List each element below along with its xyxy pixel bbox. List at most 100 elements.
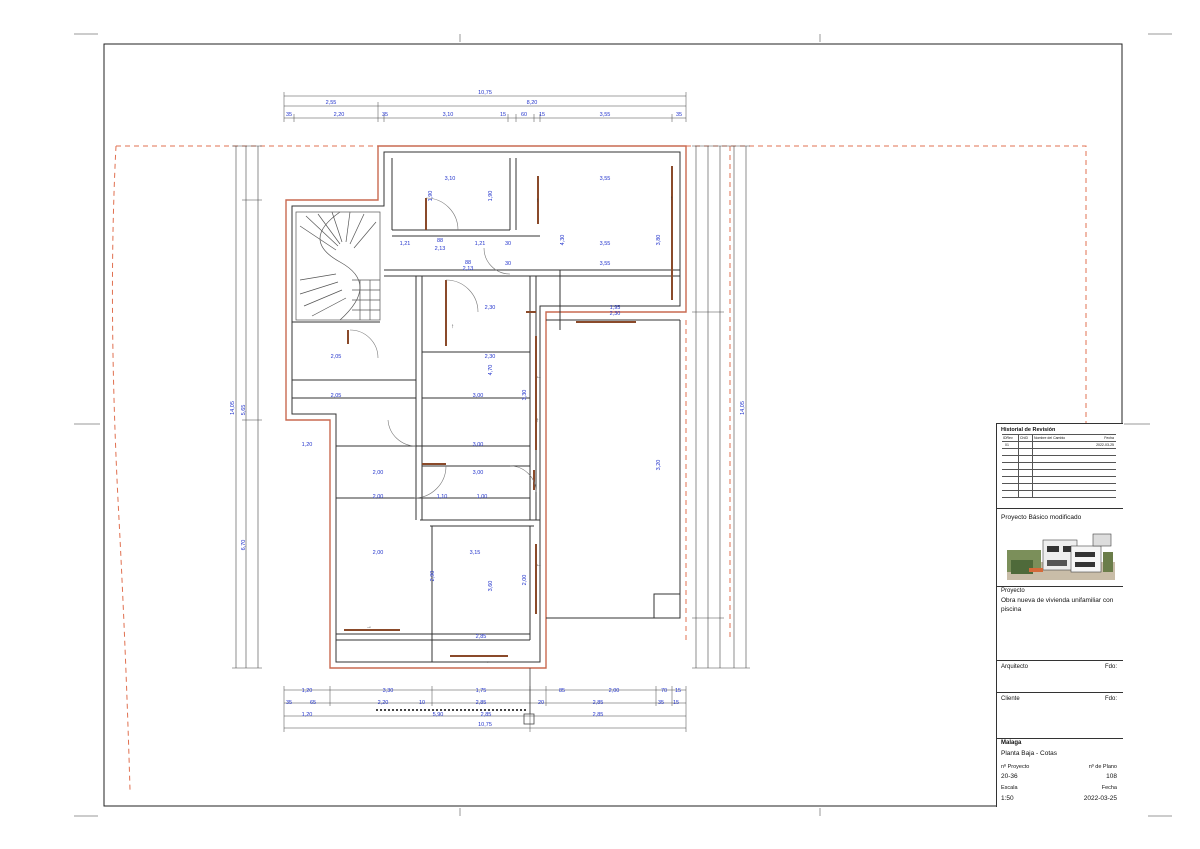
title-section-divider [997, 508, 1123, 509]
dim-top-part-2: 8,20 [527, 100, 538, 106]
fecha-label: Fecha [1101, 785, 1117, 791]
dim-interior-v3: 4,30 [560, 235, 566, 246]
thumb-pool [1029, 568, 1043, 572]
revision-row: 01 2022-03-25 [1002, 441, 1116, 449]
dim-interior-12: 2,05 [331, 393, 342, 399]
dim-interior-20: 1,00 [477, 494, 488, 500]
thumb-window-3 [1075, 552, 1095, 557]
dim-left-part: 5,65 [241, 405, 247, 416]
frame-ticks [74, 33, 1172, 817]
dim-bottom-3-2: 5,90 [433, 712, 444, 718]
dim-left-part-2: 6,70 [241, 540, 247, 551]
dim-top-detail-2: 2,20 [334, 112, 345, 118]
arrows: ↑ ↑ ← ↑ ← → ← ↑ [366, 196, 673, 665]
dim-interior-25: 88 [465, 260, 471, 266]
dim-top-detail-5: 15 [500, 112, 506, 118]
thumb-garden [1011, 560, 1033, 574]
thumb-volume-3 [1092, 533, 1112, 547]
project-thumbnail-image [1007, 533, 1115, 580]
title-block: Historial de Revisión IDRev ChID Nombre … [996, 423, 1123, 807]
proyecto-description-line2: piscina [1001, 606, 1022, 613]
thumb-volume-2 [1070, 545, 1102, 573]
proyecto-label: Proyecto [1001, 588, 1025, 594]
arquitecto-label: Arquitecto [1001, 664, 1029, 670]
dim-bottom-1-2: 3,30 [383, 688, 394, 694]
dim-interior-15: 3,00 [473, 442, 484, 448]
arrow-2: ↑ [536, 198, 539, 204]
dim-bottom-2-6: 20 [538, 700, 544, 706]
dim-interior-1: 3,10 [445, 176, 456, 182]
thumb-tree [1103, 552, 1113, 572]
revision-row-empty [1002, 455, 1116, 463]
nplano-value: 108 [1106, 773, 1117, 780]
dim-interior-v2: 1,90 [488, 191, 494, 202]
dim-interior-8: 1,95 [610, 305, 621, 311]
revision-row-id: 01 [1005, 443, 1009, 447]
arrow-3: ← [536, 374, 542, 380]
sheet-title: Planta Baja - Cotas [1001, 750, 1058, 757]
staircase [295, 211, 381, 321]
arquitecto-signature-label: Fdo: [1104, 664, 1117, 670]
dim-interior-16: 2,00 [373, 470, 384, 476]
dim-bottom-1-6: 70 [661, 688, 667, 694]
dim-bottom-2-5: 2,85 [476, 700, 487, 706]
revision-row-empty [1002, 469, 1116, 477]
vertical-totals: 14,05 14,05 [230, 401, 746, 415]
arrow-1: ↑ [451, 324, 454, 330]
arrow-7: ← [486, 659, 492, 665]
arrow-6: → [366, 624, 372, 630]
dim-interior-19: 1,10 [437, 494, 448, 500]
revision-row-empty [1002, 462, 1116, 470]
revision-row-date: 2022-03-25 [1096, 443, 1114, 447]
dim-interior-29: 2,13 [463, 266, 474, 272]
dim-interior-v4: 3,80 [656, 235, 662, 246]
revision-row-empty [1002, 490, 1116, 498]
dim-interior-9: 2,30 [610, 311, 621, 317]
revision-col-divider [1018, 434, 1019, 497]
sheet-partial-label: Malaga [1001, 740, 1022, 746]
dim-top-detail-6: 60 [521, 112, 527, 118]
cliente-section [997, 692, 1123, 693]
dim-interior-6: 3,55 [600, 261, 611, 267]
dim-bottom-1-3: 1,75 [476, 688, 487, 694]
walls [291, 151, 681, 663]
arrow-5: ← [536, 562, 542, 568]
dim-bottom-1-7: 15 [675, 688, 681, 694]
nplano-label: nº de Plano [1088, 764, 1117, 770]
thumb-window-4 [1075, 562, 1095, 567]
revision-row-empty [1002, 448, 1116, 456]
dimension-labels: 10,75 2,55 8,20 35 2,20 35 3,10 15 60 15… [241, 90, 682, 728]
dim-bottom-2-4: 10 [419, 700, 425, 706]
dim-interior-4: 1,21 [475, 241, 486, 247]
dim-interior-v9: 2,00 [522, 575, 528, 586]
dim-interior-27: 30 [505, 261, 511, 267]
dim-bottom-1-1: 1,20 [302, 688, 313, 694]
revision-header-row: IDRev ChID Nombre del Cambio Fecha [1002, 434, 1116, 442]
dim-bottom-2-7: 2,85 [593, 700, 604, 706]
column-marker [523, 713, 535, 725]
dim-interior-2: 3,55 [600, 176, 611, 182]
dim-interior-v7: 2,90 [430, 571, 436, 582]
dim-interior-17: 3,00 [473, 470, 484, 476]
dim-bottom-3-4: 2,85 [593, 712, 604, 718]
dim-bottom-2-1: 35 [286, 700, 292, 706]
dim-interior-28: 2,13 [435, 246, 446, 252]
revision-row-empty [1002, 476, 1116, 484]
dim-bottom-total: 10,75 [478, 722, 492, 728]
dim-bottom-1-4: 85 [559, 688, 565, 694]
dim-interior-24: 88 [437, 238, 443, 244]
revision-history-title: Historial de Revisión [1001, 427, 1056, 433]
dim-interior-v6: 3,30 [522, 390, 528, 401]
dim-interior-v8: 3,60 [488, 581, 494, 592]
dim-interior-v10: 3,20 [656, 460, 662, 471]
dim-interior-11: 2,30 [485, 354, 496, 360]
dim-top-detail-8: 3,55 [600, 112, 611, 118]
arrow-8: ↑ [670, 196, 673, 202]
dim-top-detail-7: 15 [539, 112, 545, 118]
dim-top-detail-4: 3,10 [443, 112, 454, 118]
dim-interior-3: 1,21 [400, 241, 411, 247]
dim-interior-v5: 4,70 [488, 365, 494, 376]
dim-bottom-2-8: 35 [658, 700, 664, 706]
project-stage-title: Proyecto Básico modificado [1001, 514, 1082, 521]
revision-col-divider [1032, 434, 1033, 497]
